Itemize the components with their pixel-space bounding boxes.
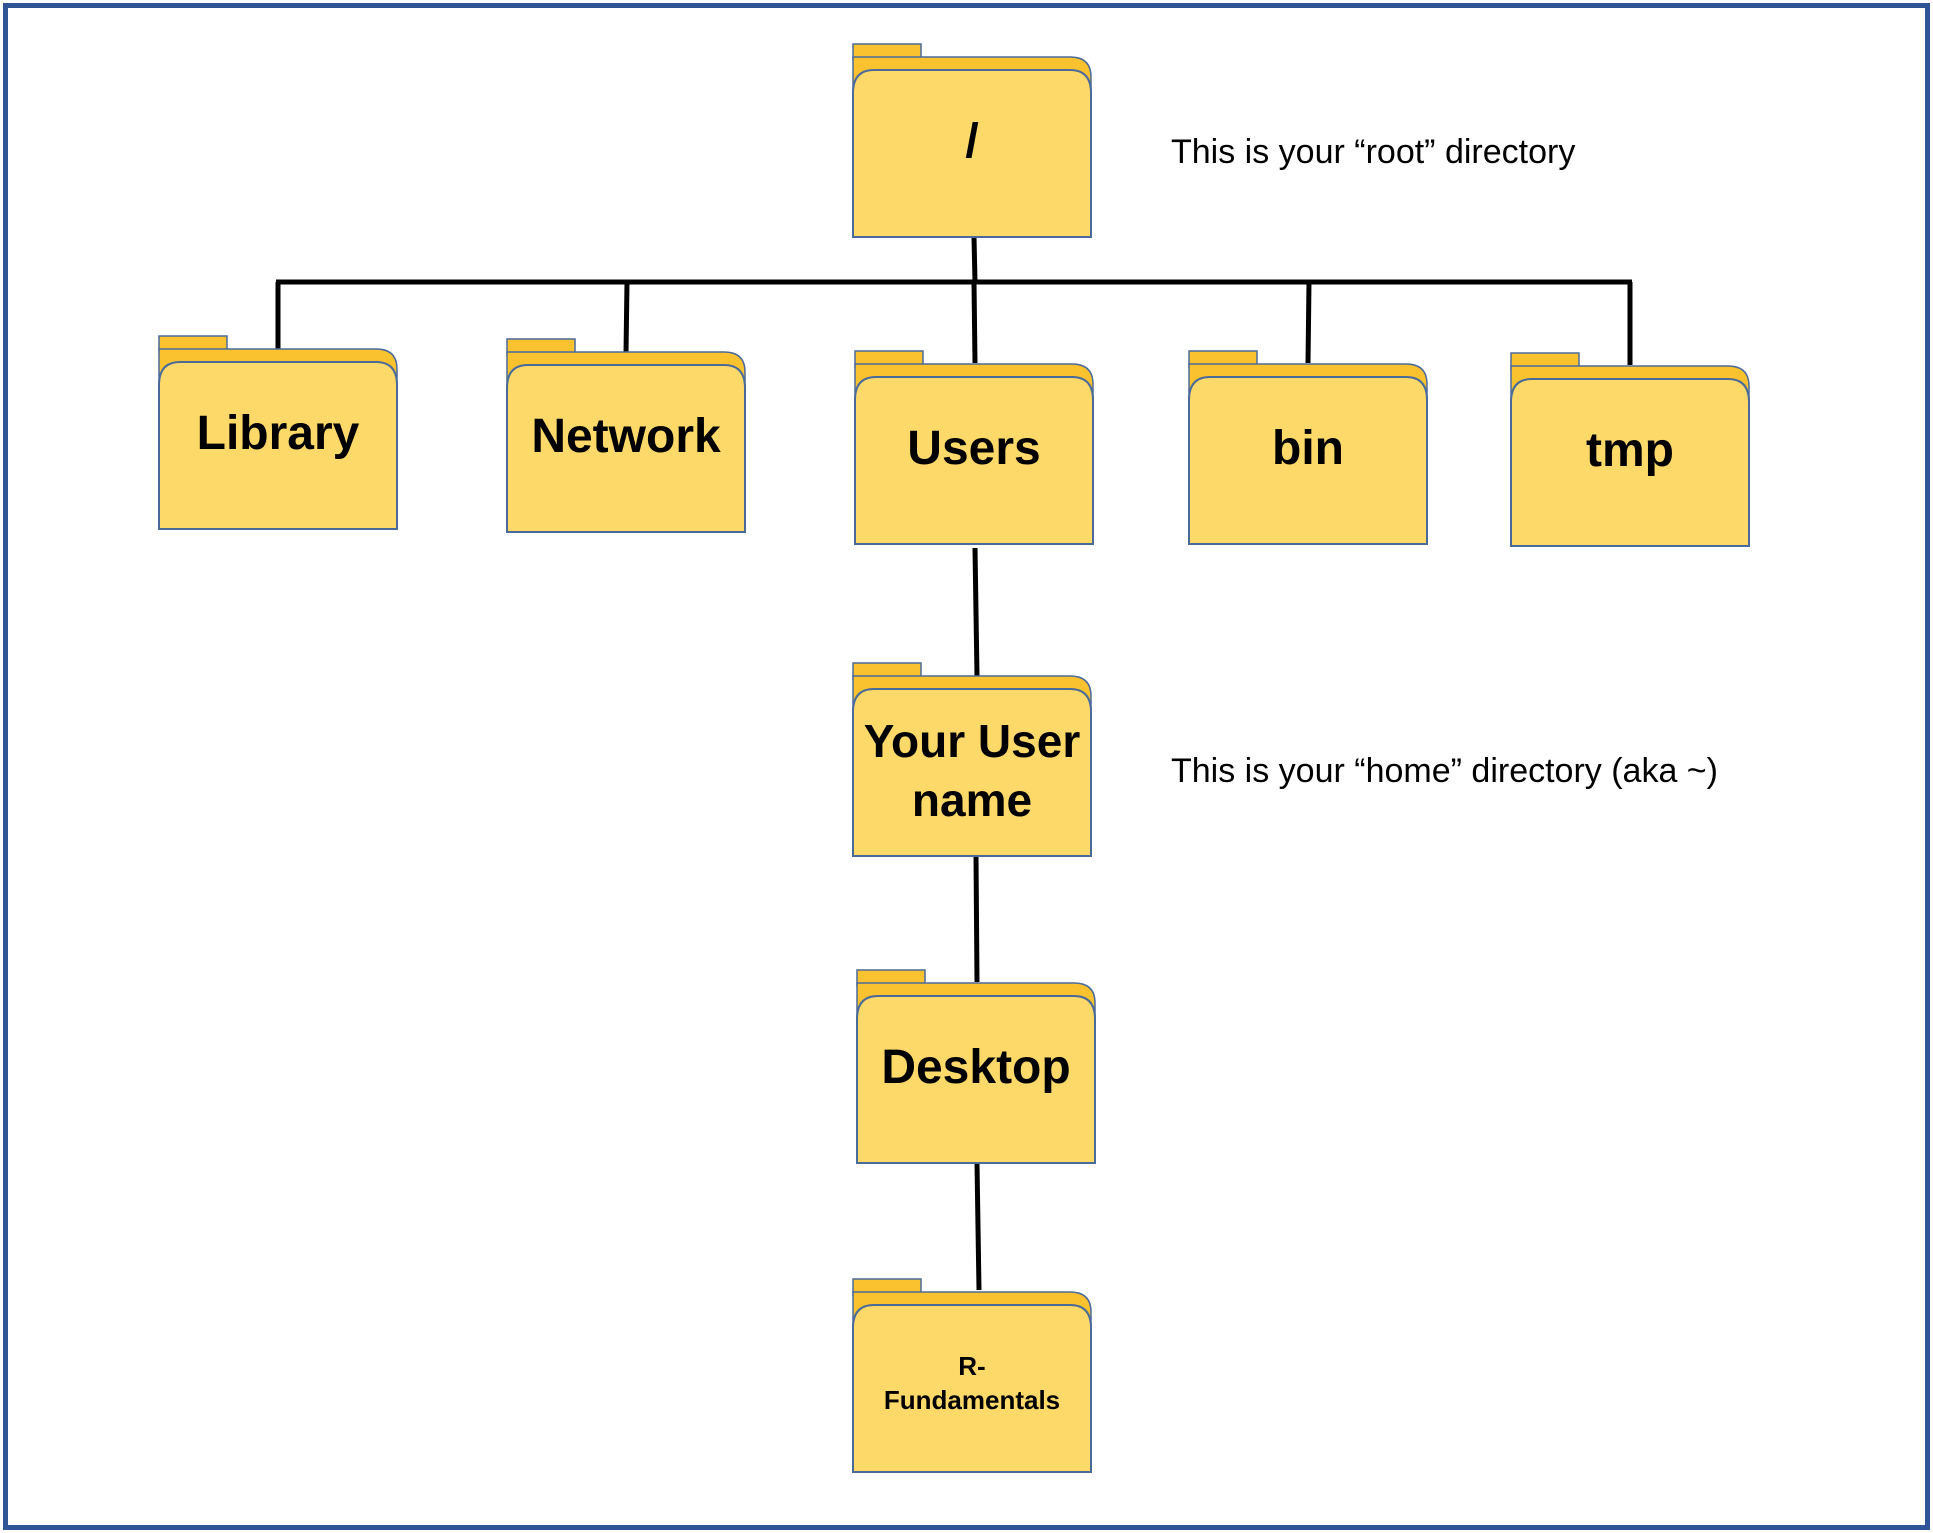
folder-root[interactable]: / [852,43,1092,238]
folder-label-line2: Fundamentals [883,1384,1061,1415]
folder-r-fundamentals[interactable]: R- Fundamentals [852,1278,1092,1473]
folder-label: Users [907,422,1041,475]
folder-bin[interactable]: bin [1188,350,1428,545]
folder-desktop[interactable]: Desktop [856,969,1096,1164]
connector-home-desktop [973,855,980,983]
folder-your-user-name[interactable]: Your User name [852,662,1092,857]
home-directory-note: This is your “home” directory (aka ~) [1171,752,1718,790]
folder-label: Desktop [881,1041,1071,1094]
folder-body [852,69,1092,238]
folder-icon [852,43,1092,238]
folder-body [1510,378,1750,547]
folder-label-line2: name [911,773,1033,826]
folder-body [852,688,1092,857]
folder-body [158,361,398,530]
folder-icon [506,338,746,533]
folder-label: Your User name [852,702,1092,857]
diagram-frame [3,3,1930,1530]
folder-users[interactable]: Users [854,350,1094,545]
folder-label-line1: R- [958,1351,986,1381]
folder-icon [854,350,1094,545]
folder-label: / [965,115,979,168]
root-directory-note: This is your “root” directory [1171,133,1576,171]
folder-icon [856,969,1096,1164]
folder-body [506,364,746,533]
connector-desktop-rfundamentals [974,1162,982,1291]
folder-body [856,995,1096,1164]
folder-label: Network [531,410,721,463]
connector-users-home [972,547,980,677]
folder-icon [852,662,1092,857]
folder-tmp[interactable]: tmp [1510,352,1750,547]
folder-label: R- Fundamentals [852,1318,1092,1473]
folder-label: Library [196,407,360,460]
connector-root-stem [971,236,978,283]
folder-library[interactable]: Library [158,335,398,530]
connector-users [971,281,978,364]
folder-icon [158,335,398,530]
connector-bin [1305,281,1312,364]
folder-body [1188,376,1428,545]
folder-label: bin [1272,422,1344,475]
folder-body [852,1304,1092,1473]
folder-icon [1510,352,1750,547]
connector-network [623,281,630,354]
folder-label-line1: Your User [863,715,1081,767]
folder-label: tmp [1586,424,1674,477]
folder-icon [852,1278,1092,1473]
folder-icon [1188,350,1428,545]
folder-network[interactable]: Network [506,338,746,533]
folder-body [854,376,1094,545]
